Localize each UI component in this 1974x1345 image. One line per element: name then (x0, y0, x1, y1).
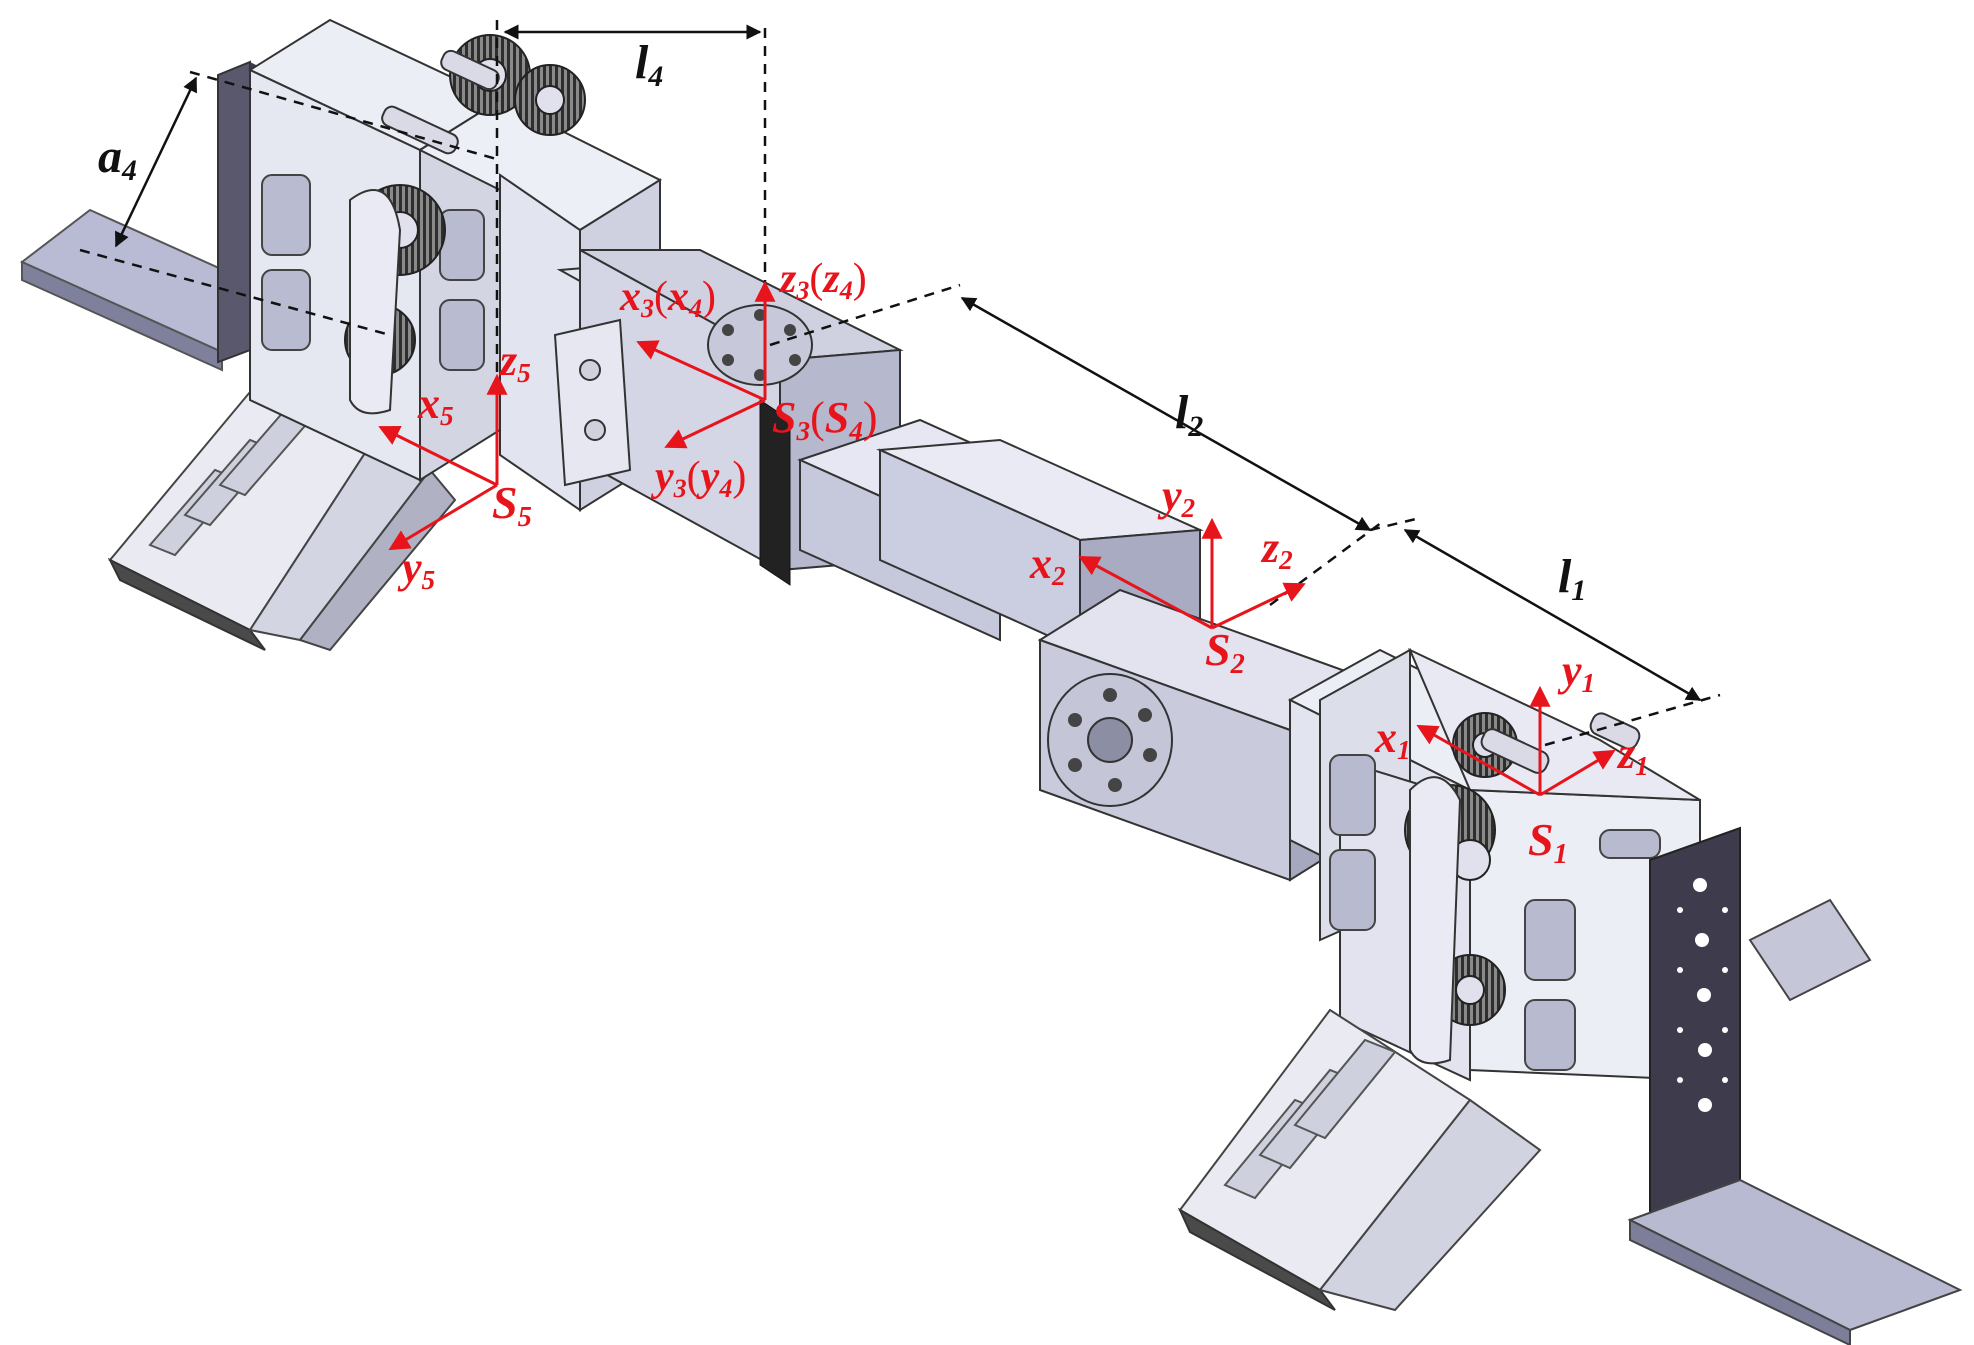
left-foot-assembly (20, 60, 457, 652)
label-z1: z1 (1616, 729, 1649, 781)
label-l2: l2 (1175, 386, 1203, 443)
label-l4: l4 (635, 36, 663, 93)
label-x1: x1 (1374, 713, 1411, 765)
frame-s3-s4 (636, 280, 776, 449)
label-a4: a4 (98, 130, 137, 187)
frame-s2 (1078, 517, 1306, 630)
label-S3-S4: S3(S4) (772, 393, 878, 446)
label-l1: l1 (1558, 550, 1586, 607)
label-y3-y4: y3(y4) (650, 454, 746, 503)
label-S1: S1 (1528, 814, 1568, 870)
label-x5: x5 (417, 379, 454, 431)
label-y2: y2 (1157, 471, 1195, 523)
label-S5: S5 (492, 477, 532, 533)
label-S2: S2 (1205, 624, 1245, 680)
label-z2: z2 (1260, 523, 1293, 575)
middle-link (797, 418, 1373, 882)
servo-horn-icon (707, 304, 813, 386)
label-x3-x4: x3(x4) (619, 274, 716, 323)
frame-s1 (1416, 685, 1616, 797)
label-z5: z5 (498, 336, 531, 388)
frame-s5 (378, 373, 508, 551)
label-x2: x2 (1029, 539, 1066, 591)
label-z3-z4: z3(z4) (778, 256, 867, 305)
label-y1: y1 (1557, 646, 1595, 698)
servo-horn-icon (1047, 673, 1173, 807)
label-y5: y5 (397, 543, 435, 595)
right-gearbox-module (1177, 647, 1963, 1345)
